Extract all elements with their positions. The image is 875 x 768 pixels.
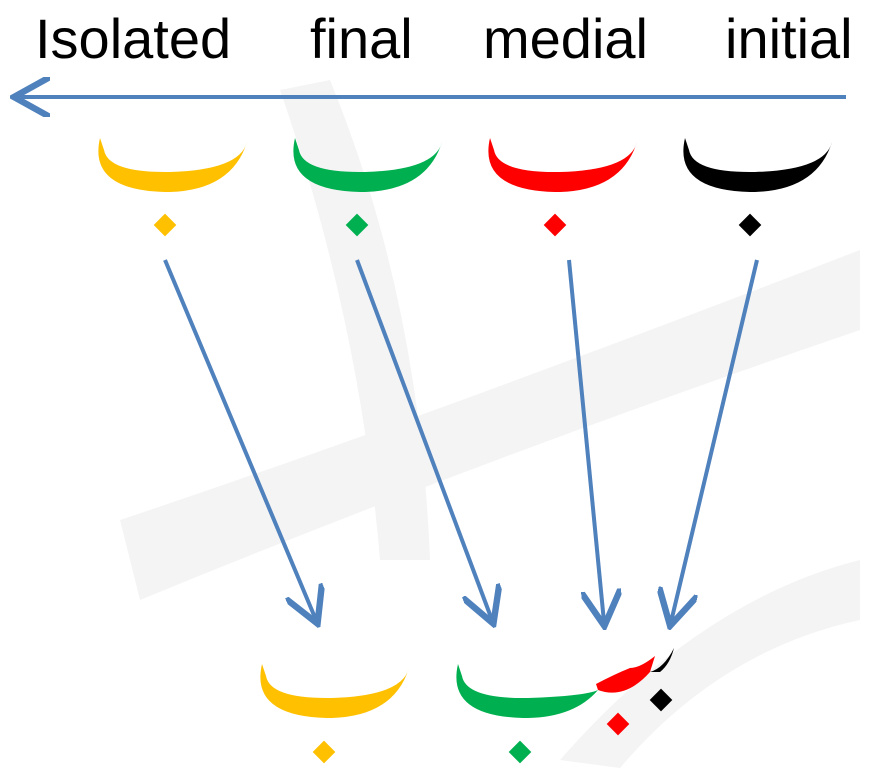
dot-medial-bottom-icon [606,712,630,736]
label-medial: medial [483,7,648,70]
letter-final-bottom-icon [456,664,598,718]
letter-medial-bottom-icon [596,656,655,693]
letter-isolated-top-icon [98,138,247,192]
dot-final-bottom-icon [508,740,532,764]
dot-isolated-top-icon [153,213,177,237]
letter-medial-top-icon [488,138,637,192]
arrow-isolated [163,259,316,620]
background-watermark [120,80,860,768]
letter-isolated-bottom-icon [260,664,409,718]
bottom-isolated-letter [260,664,409,764]
arrow-medial [567,259,604,622]
dot-initial-top-icon [738,213,762,237]
dot-initial-bottom-icon [649,688,673,712]
label-final: final [310,7,413,70]
arrow-final [355,259,492,620]
letter-final-top-icon [293,138,442,192]
letter-initial-bottom-icon [650,648,674,672]
top-letter-row [98,138,832,237]
label-isolated: Isolated [35,7,231,70]
dot-isolated-bottom-icon [312,740,336,764]
arrow-initial [671,259,759,622]
dot-medial-top-icon [543,213,567,237]
form-labels: Isolated final medial initial [35,7,853,70]
bottom-connected-word [456,648,674,764]
mapping-arrows [163,259,759,622]
letter-initial-top-icon [683,138,832,192]
label-initial: initial [725,7,853,70]
